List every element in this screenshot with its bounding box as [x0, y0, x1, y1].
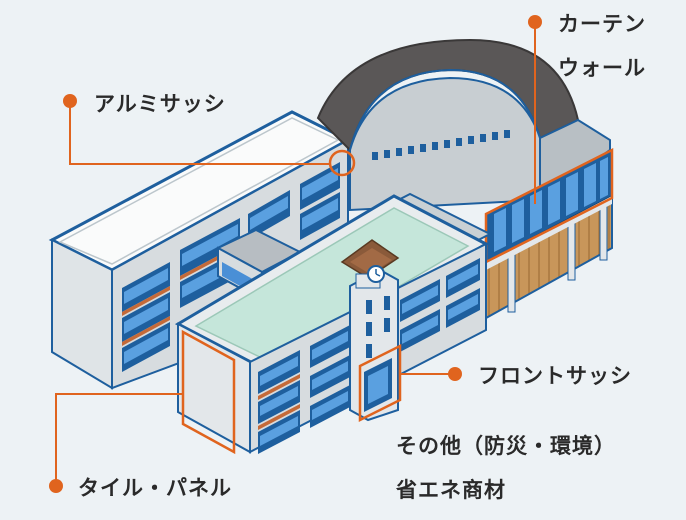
- clock-tower: [340, 239, 400, 422]
- tile-panel-leader: [55, 393, 183, 486]
- aluminum-sash-dot: [63, 94, 77, 108]
- curtain-wall-dot: [528, 15, 542, 29]
- tile-panel-dot: [49, 479, 63, 493]
- curtain-wall-annex: [484, 147, 614, 320]
- curtain-wall-glass: [494, 157, 608, 252]
- front-wing-windows: [258, 258, 480, 454]
- front-sash-highlight: [358, 343, 402, 423]
- label-aluminum-sash[interactable]: アルミサッシ: [94, 92, 226, 116]
- label-other-line2[interactable]: 省エネ商材: [396, 478, 506, 502]
- label-front-sash[interactable]: フロントサッシ: [478, 364, 632, 388]
- label-tile-panel[interactable]: タイル・パネル: [78, 476, 232, 500]
- label-other-line1[interactable]: その他（防災・環境）: [396, 434, 616, 458]
- aluminum-sash-leader: [69, 100, 330, 165]
- rear-wing-windows: [122, 162, 340, 372]
- label-curtain-wall-line2[interactable]: ウォール: [558, 56, 646, 80]
- front-sash-dot: [448, 367, 462, 381]
- label-curtain-wall-line1[interactable]: カーテン: [558, 12, 646, 36]
